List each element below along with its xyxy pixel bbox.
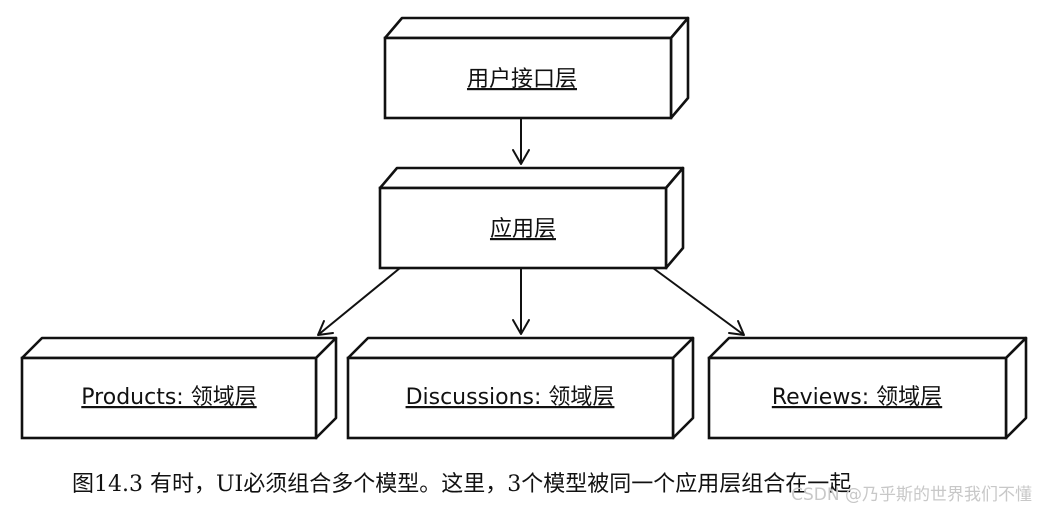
ui-layer-label: 用户接口层 [467,67,577,92]
figure-caption: 图14.3 有时，UI必须组合多个模型。这里，3个模型被同一个应用层组合在一起 [72,472,852,497]
reviews-domain-node: Reviews: 领域层 [707,336,1028,440]
ui-layer-node: 用户接口层 [383,16,690,120]
arrow-app-to-reviews [652,267,745,336]
watermark-text: CSDN @乃乎斯的世界我们不懂 [791,485,1032,505]
arrow-app-to-products [317,267,401,336]
reviews-domain-label: Reviews: 领域层 [772,385,942,410]
arrow-app-to-discussions [512,268,530,335]
products-domain-label: Products: 领域层 [81,385,256,410]
app-layer-node: 应用层 [378,166,685,270]
app-layer-label: 应用层 [490,217,556,242]
arrow-ui-to-app [512,118,530,165]
products-domain-node: Products: 领域层 [20,336,338,440]
discussions-domain-label: Discussions: 领域层 [406,385,615,410]
discussions-domain-node: Discussions: 领域层 [346,336,695,440]
